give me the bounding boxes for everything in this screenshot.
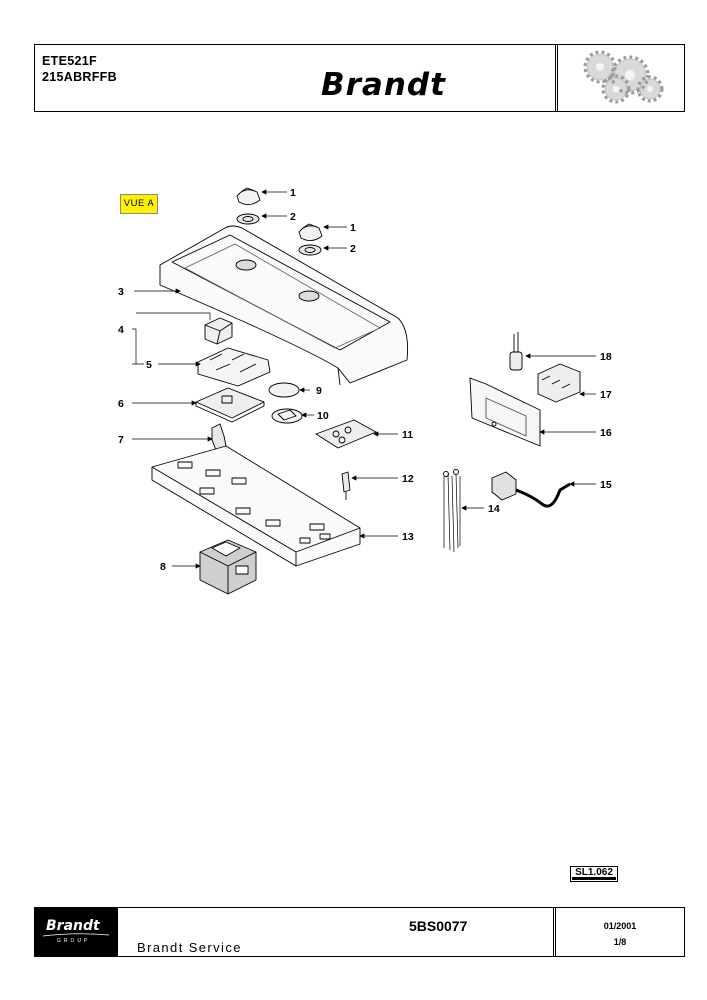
footer-brand-name: Brandt [46,918,100,934]
footer-date-cell: 01/2001 1/8 [553,908,684,956]
transformer-unit [199,539,257,595]
part-number-label: 3 [118,286,124,298]
power-cord [491,471,571,508]
service-label: Brandt Service [137,940,242,955]
part-number-label: 4 [118,324,124,336]
part-number-label: 13 [402,531,414,543]
view-a-label: VUE A [120,194,158,214]
brand-logo: Brandt [321,67,446,103]
control-knob [236,187,261,205]
model-reference: 215ABRFFB [42,70,117,84]
part-number-label: 1 [350,222,356,234]
footer-brand-group: GROUP [57,938,91,944]
part-number-label: 5 [146,359,152,371]
part-number-label: 17 [600,389,612,401]
document-date: 01/2001 [603,921,637,931]
indicator-board [315,419,377,449]
gears-icon [583,50,664,104]
footer-brand-logo: Brandt GROUP [35,908,118,956]
model-code: ETE521F [42,54,97,68]
indicator-bulb [341,471,351,500]
part-number-label: 15 [600,479,612,491]
service-level-code: SL1.062 [575,867,613,878]
control-disc [268,382,300,398]
part-number-label: 10 [317,410,329,422]
part-number-label: 8 [160,561,166,573]
swoosh-icon [42,933,110,937]
part-number-label: 12 [402,473,414,485]
control-panel-cover [159,225,409,386]
service-level-badge: SL1.062 [570,866,618,882]
part-number-label: 2 [290,211,296,223]
part-number-label: 2 [350,243,356,255]
part-number-label: 9 [316,385,322,397]
part-number-label: 18 [600,351,612,363]
switch-block [197,347,271,387]
part-number-label: 7 [118,434,124,446]
terminal-block [537,363,581,403]
part-number-label: 11 [402,429,413,441]
knob-ring [236,213,260,225]
control-knob [298,223,323,241]
mounting-bracket [469,377,541,447]
knob-ring [298,244,322,256]
selector-disc [271,408,303,424]
gears-logo-cell [555,45,684,111]
part-number-label: 14 [488,503,500,515]
header-box: ETE521F 215ABRFFB Brandt [34,44,685,112]
wiring-harness [443,469,461,553]
support-plate [151,445,361,567]
page-number: 1/8 [613,937,627,947]
part-number-label: 6 [118,398,124,410]
part-number-label: 1 [290,187,296,199]
switch [204,317,233,345]
part-number-label: 16 [600,427,612,439]
footer-box: Brandt GROUP Brandt Service 5BS0077 01/2… [34,907,685,957]
electronic-board [195,387,265,423]
capacitor [509,332,523,371]
document-number: 5BS0077 [409,918,468,934]
